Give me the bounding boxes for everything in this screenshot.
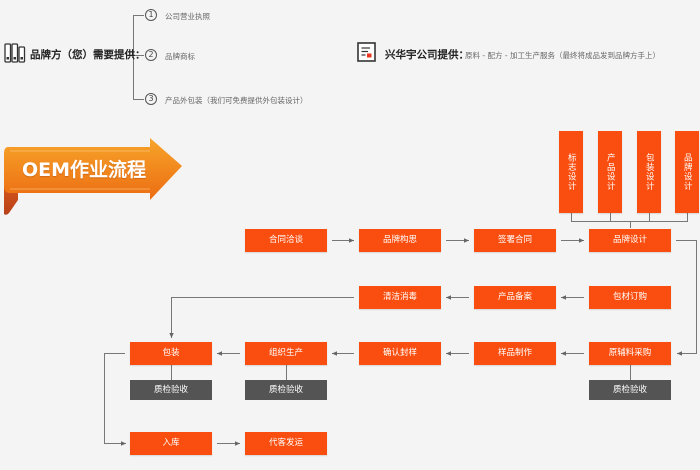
number-badge-2: 2 [145, 49, 157, 61]
provider-title: 兴华宇公司提供： [385, 49, 469, 61]
step-contract-negotiation[interactable]: 合同洽谈 [245, 229, 327, 252]
design-option-logo[interactable]: 标志设计 [559, 131, 583, 213]
design-option-product[interactable]: 产品设计 [598, 131, 622, 213]
requirement-item-packaging: 产品外包装（我们可免费提供外包装设计） [165, 96, 308, 105]
provider-description: 原料 - 配方 - 加工生产服务（最终将成品发到品牌方手上） [465, 51, 660, 60]
step-raw-material-purchase[interactable]: 原辅料采购 [589, 342, 671, 365]
step-product-filing[interactable]: 产品备案 [474, 286, 556, 309]
brand-requirements-title: 品牌方（您）需要提供： [30, 49, 146, 61]
quality-check-raw-material[interactable]: 质检验收 [589, 380, 671, 400]
step-organize-production[interactable]: 组织生产 [245, 342, 327, 365]
design-option-packaging[interactable]: 包装设计 [637, 131, 661, 213]
step-brand-concept[interactable]: 品牌构思 [359, 229, 441, 252]
step-sign-contract[interactable]: 签署合同 [474, 229, 556, 252]
step-packaging[interactable]: 包装 [130, 342, 212, 365]
quality-check-production[interactable]: 质检验收 [245, 380, 327, 400]
step-packaging-ordering[interactable]: 包材订购 [589, 286, 671, 309]
step-shipping-for-client[interactable]: 代客发运 [245, 432, 327, 455]
step-cleaning-disinfection[interactable]: 清洁消毒 [359, 286, 441, 309]
step-brand-design[interactable]: 品牌设计 [589, 229, 671, 252]
step-confirm-sample[interactable]: 确认封样 [359, 342, 441, 365]
number-badge-1: 1 [145, 9, 157, 21]
books-icon [4, 43, 26, 63]
design-option-brand[interactable]: 品牌设计 [675, 131, 699, 213]
step-sample-making[interactable]: 样品制作 [474, 342, 556, 365]
requirement-item-trademark: 品牌商标 [165, 52, 195, 61]
number-badge-3: 3 [145, 93, 157, 105]
document-icon [357, 42, 376, 62]
requirement-item-business-license: 公司营业执照 [165, 12, 210, 21]
banner-title: OEM作业流程 [22, 159, 147, 181]
oem-process-banner [0, 134, 190, 218]
step-warehousing[interactable]: 入库 [130, 432, 212, 455]
quality-check-packaging[interactable]: 质检验收 [130, 380, 212, 400]
